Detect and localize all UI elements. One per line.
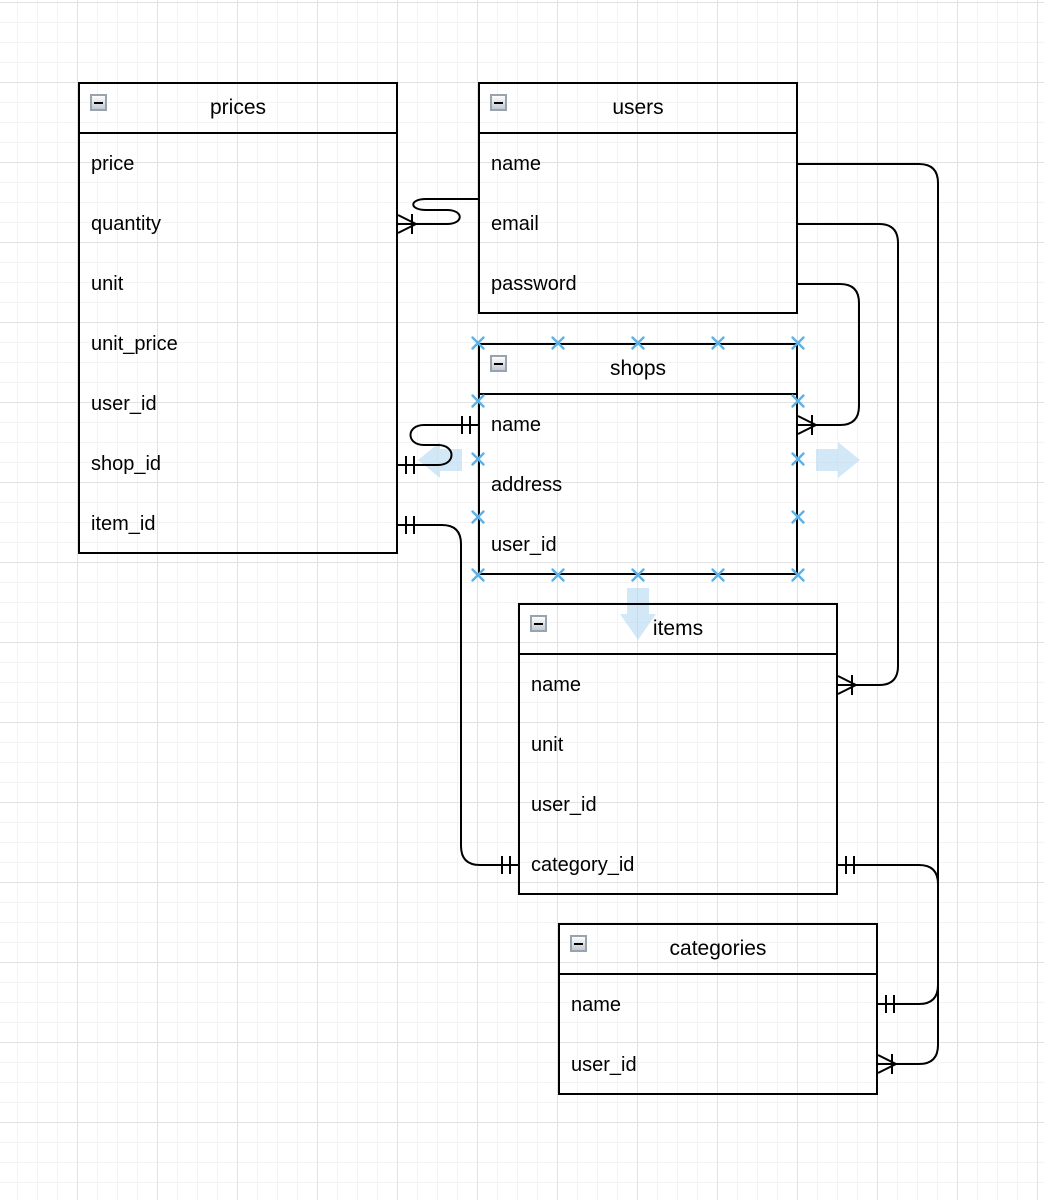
field-label: item_id	[91, 512, 156, 535]
connection-cross-icon[interactable]	[471, 510, 485, 524]
cardinality-one-icon	[461, 416, 471, 434]
entity-items[interactable]: items name unit user_id category_id	[518, 603, 838, 895]
field-row-item_id[interactable]: item_id	[80, 494, 396, 554]
field-label: name	[531, 673, 582, 696]
field-row-user_id[interactable]: user_id	[480, 515, 796, 575]
field-label: unit	[91, 272, 124, 295]
field-label: name	[491, 413, 542, 436]
field-row-user_id[interactable]: user_id	[80, 374, 396, 434]
connection-cross-icon[interactable]	[791, 452, 805, 466]
field-label: email	[491, 212, 539, 235]
connection-cross-icon[interactable]	[631, 568, 645, 582]
direction-arrow-right-icon[interactable]	[816, 442, 860, 478]
connection-cross-icon[interactable]	[791, 568, 805, 582]
field-label: shop_id	[91, 452, 162, 475]
entity-header-prices: prices	[80, 84, 396, 134]
field-label: unit	[531, 733, 564, 756]
minus-collapse-icon[interactable]	[90, 94, 107, 111]
field-row-user_id[interactable]: user_id	[560, 1035, 876, 1095]
field-row-name[interactable]: name	[520, 655, 836, 715]
cardinality-one-icon	[885, 995, 895, 1013]
connection-cross-icon[interactable]	[551, 568, 565, 582]
entity-header-users: users	[480, 84, 796, 134]
field-label: price	[91, 152, 135, 175]
connection-cross-icon[interactable]	[791, 336, 805, 350]
field-row-password[interactable]: password	[480, 254, 796, 314]
connection-cross-icon[interactable]	[551, 336, 565, 350]
connection-cross-icon[interactable]	[631, 336, 645, 350]
minus-glyph	[494, 101, 503, 104]
connection-cross-icon[interactable]	[471, 394, 485, 408]
relationship-users-shops[interactable]	[798, 283, 860, 426]
field-label: address	[491, 473, 563, 496]
field-row-unit_price[interactable]: unit_price	[80, 314, 396, 374]
field-label: unit_price	[91, 332, 178, 355]
field-label: quantity	[91, 212, 162, 235]
field-row-category_id[interactable]: category_id	[520, 835, 836, 895]
field-label: user_id	[91, 392, 157, 415]
field-row-quantity[interactable]: quantity	[80, 194, 396, 254]
field-row-email[interactable]: email	[480, 194, 796, 254]
field-row-price[interactable]: price	[80, 134, 396, 194]
minus-glyph	[94, 101, 103, 104]
entity-header-shops: shops	[480, 345, 796, 395]
relationship-users-items[interactable]	[798, 223, 899, 686]
relationship-prices-users[interactable]	[398, 198, 478, 225]
entity-users[interactable]: users name email password	[478, 82, 798, 314]
field-label: password	[491, 272, 577, 295]
relationship-items-categories[interactable]	[838, 864, 939, 1005]
connection-cross-icon[interactable]	[711, 336, 725, 350]
cardinality-many-icon	[797, 415, 817, 435]
field-label: user_id	[571, 1053, 637, 1076]
field-row-unit[interactable]: unit	[80, 254, 396, 314]
connection-cross-icon[interactable]	[471, 452, 485, 466]
field-row-address[interactable]: address	[480, 455, 796, 515]
cardinality-one-icon	[845, 856, 855, 874]
field-label: name	[491, 152, 542, 175]
entity-title: items	[652, 617, 704, 640]
field-row-unit[interactable]: unit	[520, 715, 836, 775]
entity-header-categories: categories	[560, 925, 876, 975]
minus-glyph	[534, 622, 543, 625]
field-row-name[interactable]: name	[480, 395, 796, 455]
entity-header-items: items	[520, 605, 836, 655]
relationship-prices-shops[interactable]	[398, 424, 478, 466]
entity-prices[interactable]: prices price quantity unit unit_price user_id…	[78, 82, 398, 554]
connection-cross-icon[interactable]	[471, 336, 485, 350]
entity-title: shops	[609, 357, 667, 380]
field-label: category_id	[531, 853, 635, 876]
cardinality-one-icon	[405, 456, 415, 474]
entity-title: prices	[209, 96, 267, 119]
connection-cross-icon[interactable]	[711, 568, 725, 582]
entity-title: categories	[669, 937, 767, 960]
cardinality-one-icon	[405, 516, 415, 534]
cardinality-many-icon	[397, 214, 417, 234]
field-label: user_id	[491, 533, 557, 556]
field-row-name[interactable]: name	[480, 134, 796, 194]
entity-categories[interactable]: categories name user_id	[558, 923, 878, 1095]
connection-cross-icon[interactable]	[791, 510, 805, 524]
field-row-name[interactable]: name	[560, 975, 876, 1035]
cardinality-many-icon	[837, 675, 857, 695]
field-label: user_id	[531, 793, 597, 816]
direction-arrow-down-icon[interactable]	[620, 588, 656, 640]
minus-collapse-icon[interactable]	[530, 615, 547, 632]
minus-glyph	[574, 942, 583, 945]
cardinality-many-icon	[877, 1054, 897, 1074]
entity-title: users	[612, 96, 664, 119]
minus-glyph	[494, 362, 503, 365]
cardinality-one-icon	[501, 856, 511, 874]
minus-collapse-icon[interactable]	[570, 935, 587, 952]
field-label: name	[571, 993, 622, 1016]
field-row-user_id[interactable]: user_id	[520, 775, 836, 835]
connection-cross-icon[interactable]	[471, 568, 485, 582]
relationship-users-categories[interactable]	[798, 163, 939, 1065]
relationship-prices-items[interactable]	[398, 524, 518, 866]
connection-cross-icon[interactable]	[791, 394, 805, 408]
field-row-shop_id[interactable]: shop_id	[80, 434, 396, 494]
minus-collapse-icon[interactable]	[490, 94, 507, 111]
minus-collapse-icon[interactable]	[490, 355, 507, 372]
